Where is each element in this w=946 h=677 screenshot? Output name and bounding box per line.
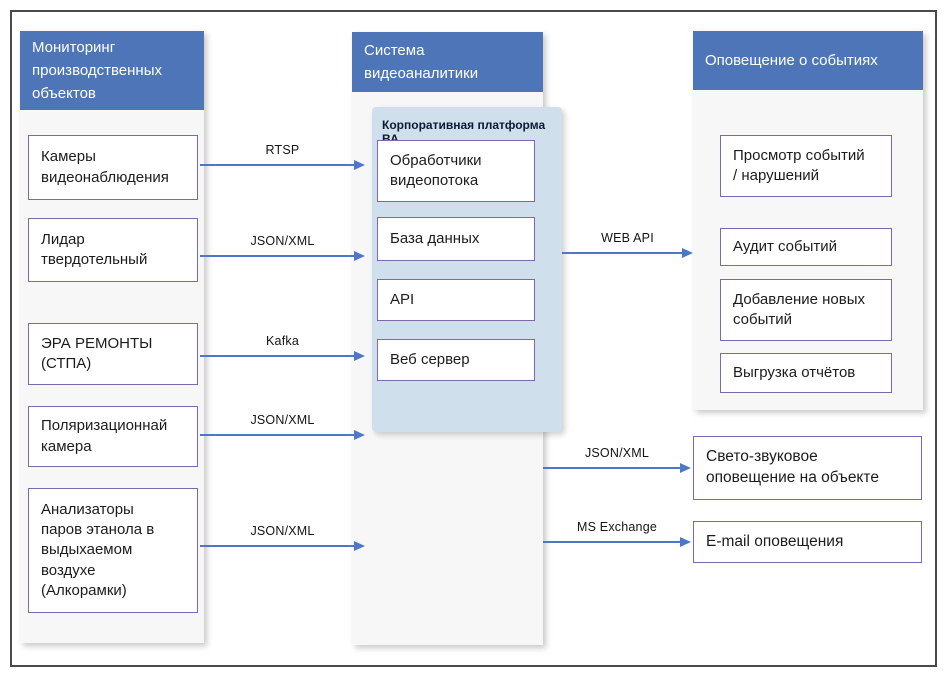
arrow-rtsp: RTSP bbox=[200, 140, 365, 170]
panel-alerts: Оповещение о событиях Просмотр событий /… bbox=[693, 31, 923, 410]
arrow-label: WEB API bbox=[601, 231, 654, 245]
arrow-line bbox=[543, 541, 684, 543]
panel-monitoring-title: Мониторинг производственных объектов bbox=[32, 39, 162, 102]
node-surveillance-cameras: Камеры видеонаблюдения bbox=[28, 135, 198, 200]
arrow-line bbox=[200, 255, 358, 257]
arrow-label: JSON/XML bbox=[584, 446, 650, 460]
node-ethanol-analyzers: Анализаторы паров этанола в выдыхаемом в… bbox=[28, 488, 198, 613]
arrow-kafka: Kafka bbox=[200, 331, 365, 361]
node-view-events: Просмотр событий / нарушений bbox=[720, 135, 892, 197]
outer-border bbox=[10, 10, 937, 667]
node-label: Поляризационнай камера bbox=[41, 417, 168, 455]
node-era-remonty-stpa: ЭРА РЕМОНТЫ (СТПА) bbox=[28, 323, 198, 385]
node-label: Анализаторы паров этанола в выдыхаемом в… bbox=[41, 500, 155, 599]
node-api: API bbox=[377, 279, 535, 321]
arrow-label: MS Exchange bbox=[576, 520, 658, 534]
arrow-label: JSON/XML bbox=[250, 413, 315, 427]
node-light-sound-alert: Свето-звуковое оповещение на объекте bbox=[693, 436, 922, 500]
arrow-ms-exchange: MS Exchange bbox=[543, 517, 691, 547]
arrowhead-icon bbox=[354, 541, 365, 551]
node-label: Обработчики видеопотока bbox=[390, 151, 482, 189]
node-label: ЭРА РЕМОНТЫ (СТПА) bbox=[41, 334, 153, 372]
arrowhead-icon bbox=[354, 351, 365, 361]
panel-alerts-title: Оповещение о событиях bbox=[705, 52, 878, 69]
node-stream-processors: Обработчики видеопотока bbox=[377, 140, 535, 202]
arrow-line bbox=[200, 355, 358, 357]
arrow-web-api: WEB API bbox=[562, 228, 693, 258]
node-label: Лидар твердотельный bbox=[41, 230, 148, 268]
arrow-label: Kafka bbox=[266, 334, 299, 348]
node-polarization-camera: Поляризационнай камера bbox=[28, 406, 198, 467]
arrow-alert-json-xml: JSON/XML bbox=[543, 443, 691, 473]
arrow-label: JSON/XML bbox=[250, 234, 315, 248]
node-audit-events: Аудит событий bbox=[720, 228, 892, 266]
arrowhead-icon bbox=[354, 251, 365, 261]
arrow-label: RTSP bbox=[265, 143, 300, 157]
node-label: База данных bbox=[390, 229, 480, 247]
node-add-new-events: Добавление новых событий bbox=[720, 279, 892, 341]
panel-analytics: Система видеоаналитики Корпоративная пла… bbox=[352, 32, 562, 645]
node-label: Просмотр событий / нарушений bbox=[733, 146, 865, 184]
panel-analytics-title: Система видеоаналитики bbox=[364, 42, 479, 82]
arrow-line bbox=[200, 434, 358, 436]
node-label: E-mail оповещения bbox=[706, 532, 844, 550]
node-web-server: Веб сервер bbox=[377, 339, 535, 381]
node-label: Свето-звуковое оповещение на объекте bbox=[706, 448, 879, 486]
arrowhead-icon bbox=[682, 248, 693, 258]
node-label: Камеры видеонаблюдения bbox=[41, 148, 169, 186]
panel-monitoring-header: Мониторинг производственных объектов bbox=[20, 31, 204, 110]
arrow-line bbox=[562, 252, 686, 254]
arrow-line bbox=[200, 545, 358, 547]
panel-analytics-header: Система видеоаналитики bbox=[352, 32, 543, 92]
node-label: Выгрузка отчётов bbox=[733, 363, 856, 381]
node-solid-state-lidar: Лидар твердотельный bbox=[28, 218, 198, 282]
arrow-alco-json-xml: JSON/XML bbox=[200, 521, 365, 551]
node-label: Добавление новых событий bbox=[733, 290, 866, 328]
node-label: API bbox=[390, 290, 415, 308]
arrowhead-icon bbox=[354, 160, 365, 170]
node-database: База данных bbox=[377, 217, 535, 261]
arrow-line bbox=[543, 467, 684, 469]
arrowhead-icon bbox=[680, 463, 691, 473]
corporate-platform-panel: Корпоративная платформа ВА Обработчики в… bbox=[372, 107, 562, 432]
arrowhead-icon bbox=[354, 430, 365, 440]
node-label: Веб сервер bbox=[390, 350, 470, 368]
arrowhead-icon bbox=[680, 537, 691, 547]
arrow-lidar-json-xml: JSON/XML bbox=[200, 231, 365, 261]
node-export-reports: Выгрузка отчётов bbox=[720, 353, 892, 393]
arrow-line bbox=[200, 164, 358, 166]
panel-alerts-header: Оповещение о событиях bbox=[693, 31, 923, 90]
node-email-alerts: E-mail оповещения bbox=[693, 521, 922, 563]
panel-monitoring: Мониторинг производственных объектов Кам… bbox=[20, 31, 204, 643]
arrow-polar-json-xml: JSON/XML bbox=[200, 410, 365, 440]
node-label: Аудит событий bbox=[733, 237, 838, 255]
arrow-label: JSON/XML bbox=[250, 524, 315, 538]
